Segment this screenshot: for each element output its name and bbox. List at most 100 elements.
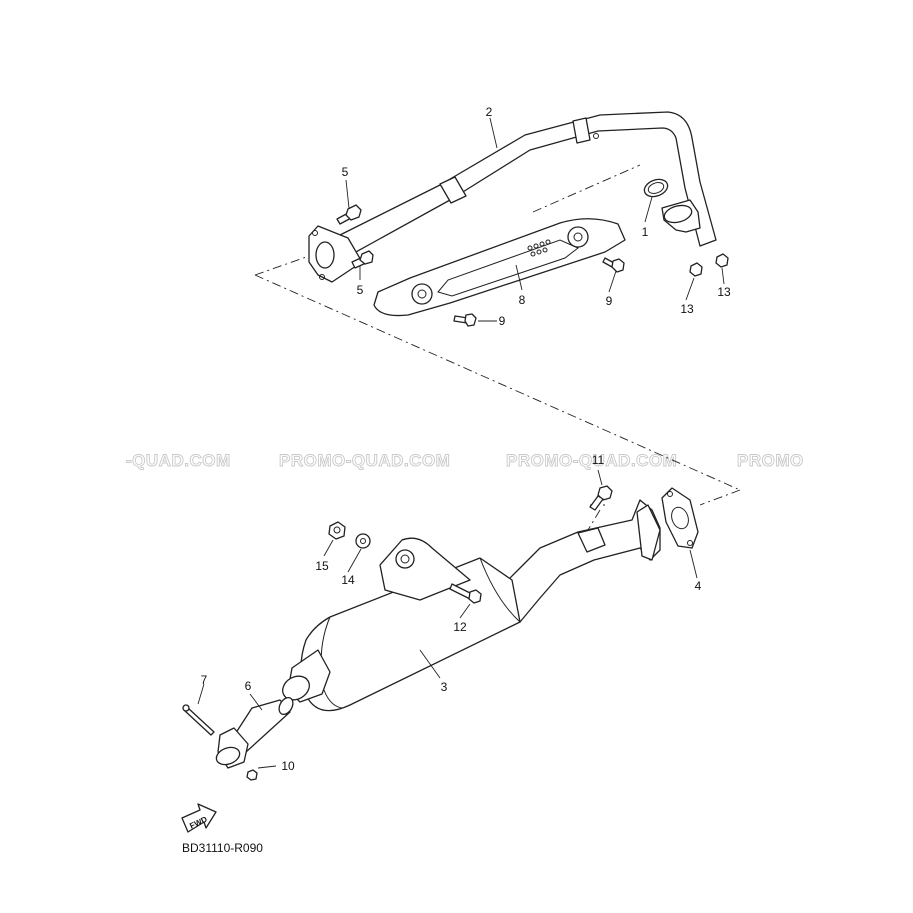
- fwd-arrow-icon: FWD: [181, 803, 217, 833]
- bolt-5-parts: [336, 204, 374, 269]
- protector-mount-left-hole: [417, 289, 427, 299]
- heat-protector-part: [373, 218, 626, 317]
- watermark: -QUAD.COM PROMO-QUAD.COM PROMO-QUAD.COM …: [126, 451, 804, 471]
- leader-3: [419, 649, 441, 679]
- bolt-11-shank: [589, 495, 604, 511]
- dash-line-c: [699, 489, 741, 506]
- protector-vent-holes: [527, 239, 551, 257]
- pipe-joint-opening: [663, 204, 693, 224]
- callout-7: 7: [201, 673, 208, 687]
- gasket-outer-ring: [643, 178, 669, 198]
- gasket-lower-body: [661, 487, 699, 549]
- gasket-inner-ring: [647, 182, 665, 194]
- spark-arrester-part: [215, 696, 294, 769]
- gasket-upper-part: [643, 178, 669, 198]
- callout-15: 15: [315, 559, 329, 573]
- pipe-clamp-hole: [593, 133, 599, 139]
- heat-protector-body: [373, 218, 626, 317]
- callout-9-left: 9: [499, 314, 506, 328]
- leader-2: [489, 117, 498, 149]
- vent-hole: [533, 243, 539, 249]
- leader-9b: [608, 270, 617, 293]
- callout-9-right: 9: [606, 294, 613, 308]
- nut-13-left: [689, 262, 703, 277]
- fwd-arrow-shape: [181, 803, 217, 833]
- muffler-outlet-opening: [282, 675, 310, 701]
- callout-5-bottom: 5: [357, 283, 364, 297]
- pipe-clamp-2: [572, 117, 591, 144]
- callout-11: 11: [592, 453, 605, 467]
- nut-15-hole: [333, 526, 341, 534]
- callout-10: 10: [281, 759, 295, 773]
- callout-2: 2: [486, 105, 493, 119]
- watermark-text-4: PROMO: [737, 451, 804, 470]
- pipe-joint: [661, 199, 701, 233]
- bolt-11-head: [597, 485, 613, 501]
- nut-10-part: [246, 769, 258, 781]
- gasket-lower-part: [661, 487, 699, 549]
- muffler-mount-hole: [400, 554, 410, 564]
- muffler-inlet-flange: [636, 504, 661, 561]
- nut-13-right: [715, 253, 729, 268]
- muffler-body-seam: [479, 557, 521, 623]
- watermark-text-3: PROMO-QUAD.COM: [506, 451, 677, 470]
- watermark-text-1: -QUAD.COM: [126, 451, 231, 470]
- bolt-5-bottom-head: [359, 250, 374, 265]
- washer-14-part: [355, 533, 371, 549]
- bolt-9-parts: [453, 257, 625, 327]
- bolt-9-right-head: [611, 258, 625, 273]
- pipe-flange-opening: [315, 241, 335, 269]
- bolt-9-left-head: [464, 313, 477, 327]
- callout-leaders: [197, 117, 725, 769]
- nut-13-parts: [689, 253, 729, 277]
- screw-7-part: [182, 704, 215, 736]
- gasket-lower-hole-bottom: [687, 540, 693, 546]
- leader-5a: [345, 179, 350, 209]
- leader-15: [323, 539, 334, 557]
- nut-15-body: [328, 521, 346, 540]
- washer-14-body: [355, 533, 371, 549]
- callout-4: 4: [695, 579, 702, 593]
- vent-hole: [527, 245, 533, 251]
- dash-line-a: [254, 254, 313, 276]
- spark-arrester-end: [278, 696, 294, 716]
- leader-8: [515, 264, 523, 291]
- muffler-pipe-clamp: [577, 527, 606, 553]
- gasket-lower-opening: [671, 506, 689, 530]
- screw-7-head: [182, 704, 190, 712]
- bolt-12-head: [468, 589, 482, 604]
- leader-14: [347, 548, 362, 573]
- leader-1: [644, 196, 653, 223]
- leader-13b: [721, 267, 725, 285]
- leader-4: [689, 549, 698, 579]
- watermark-text-2: PROMO-QUAD.COM: [279, 451, 450, 470]
- bolt-12-part: [449, 583, 482, 604]
- vent-hole: [542, 247, 548, 253]
- dash-line-d: [532, 164, 641, 213]
- vent-hole: [530, 251, 536, 257]
- callout-13-right: 13: [717, 285, 731, 299]
- protector-mount-right-hole: [573, 232, 583, 242]
- callout-5-top: 5: [342, 165, 349, 179]
- flange-hole-top: [312, 230, 318, 236]
- leader-11: [597, 469, 603, 486]
- pipe-clamp-1: [439, 176, 467, 204]
- nut-10-body: [246, 769, 258, 781]
- gasket-lower-hole-top: [667, 491, 673, 497]
- dash-line-b: [254, 274, 741, 491]
- callout-6: 6: [245, 679, 252, 693]
- leader-6: [249, 693, 263, 711]
- exhaust-pipe-part: [308, 111, 717, 283]
- heat-protector-recess: [437, 239, 579, 297]
- muffler-mount-boss: [395, 549, 415, 569]
- spark-arrester-opening: [215, 746, 241, 766]
- protector-mount-right: [567, 226, 589, 248]
- callout-13-left: 13: [680, 302, 694, 316]
- screw-7-shank: [184, 707, 215, 736]
- protector-mount-left: [411, 283, 433, 305]
- vent-hole: [539, 241, 545, 247]
- callout-14: 14: [341, 573, 355, 587]
- leader-7: [197, 683, 205, 705]
- drawing-code: BD31110-R090: [182, 841, 263, 855]
